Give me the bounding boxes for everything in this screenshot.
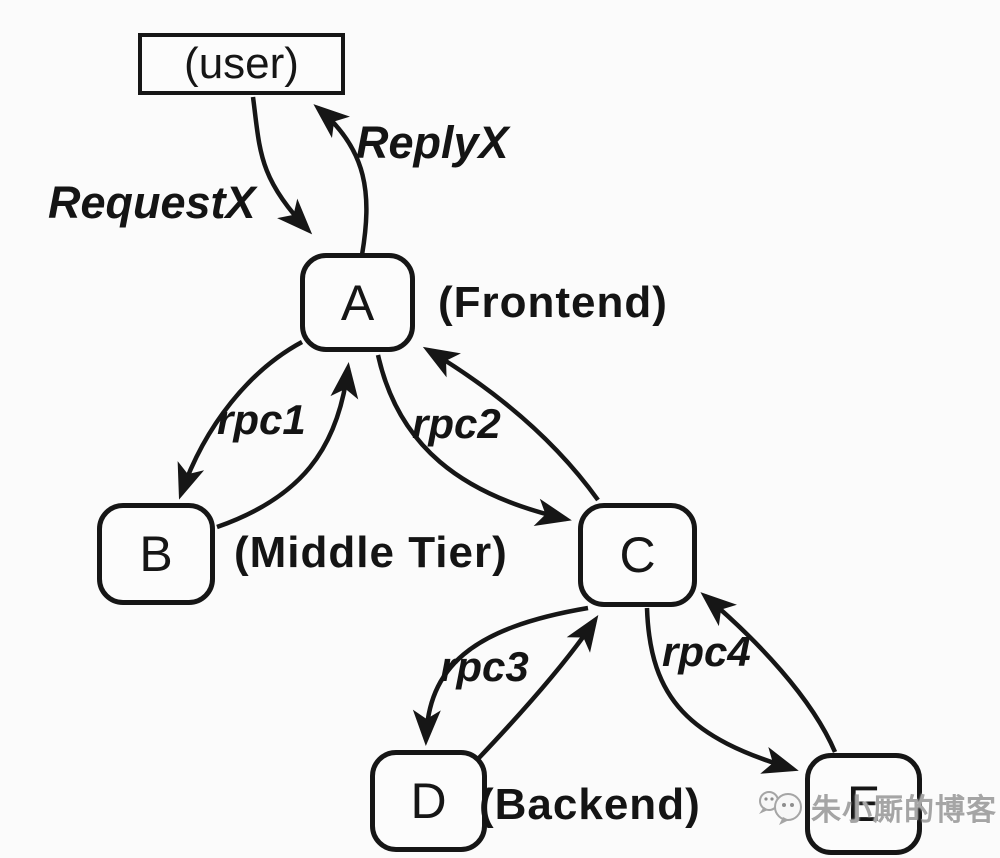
edge-label-rpc3: rpc3 [440,643,529,690]
node-c: C [578,503,697,607]
node-b: B [97,503,215,605]
tier-label-middle: (Middle Tier) [234,528,508,577]
edge-b-to-a-rpc1 [216,362,359,530]
node-a-label: A [340,274,375,331]
node-c-label: C [619,527,656,583]
edge-user-to-a-requestx [250,96,313,235]
edge-c-to-d-rpc3 [412,605,589,746]
edge-label-rpc4: rpc4 [662,628,751,675]
node-d: D [370,750,487,852]
edge-c-to-a-rpc2 [422,346,600,502]
node-e: E [805,753,922,855]
node-b-label: B [139,526,173,582]
node-e-label: E [846,776,881,832]
watermark: 朱小厮的博客 [755,785,997,829]
edge-a-to-c-rpc2 [375,354,572,527]
edge-label-requestx: RequestX [48,177,256,228]
edge-label-replyx: ReplyX [356,117,509,168]
node-user-label: (user) [184,39,299,88]
edge-a-to-user-replyx [313,104,369,256]
node-a: A [300,253,415,352]
edge-label-rpc2: rpc2 [412,400,501,447]
tier-label-backend: (Backend) [479,780,701,829]
node-user: (user) [138,33,345,95]
edge-e-to-c-rpc4 [700,592,838,753]
edge-a-to-b-rpc1 [177,340,304,500]
edge-d-to-c-rpc3 [475,615,599,762]
node-d-label: D [410,773,447,829]
watermark-blog-name: 朱小厮的博客 [811,794,997,827]
wechat-chat-bubbles-icon [759,791,802,825]
edge-label-rpc1: rpc1 [217,396,306,443]
tier-label-frontend: (Frontend) [438,278,668,327]
edge-c-to-e-rpc4 [644,607,799,774]
